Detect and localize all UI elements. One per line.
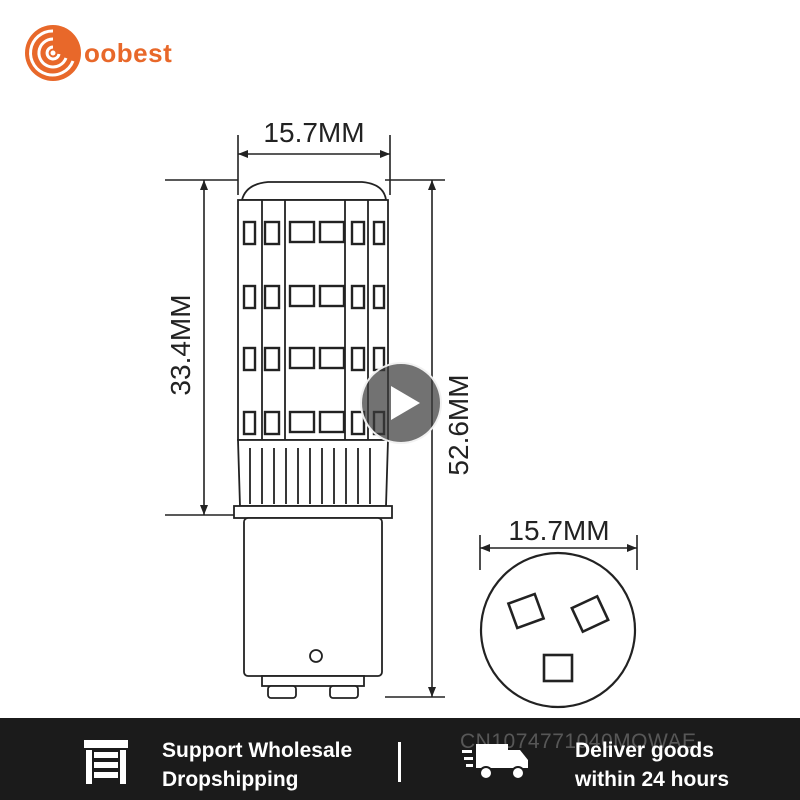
watermark-text: CN1074771040MOWAE	[460, 730, 697, 753]
truck-icon	[462, 744, 528, 780]
bulb-base	[233, 505, 393, 699]
led-chips	[242, 220, 386, 436]
brand-logo: oobest	[22, 22, 172, 84]
bulb-end-view	[479, 551, 637, 709]
logo-swirl-icon	[25, 25, 81, 81]
video-play-button[interactable]	[360, 362, 442, 444]
brand-name: oobest	[84, 37, 173, 68]
banner-divider	[398, 742, 401, 782]
led-row	[242, 220, 386, 246]
play-icon	[391, 386, 420, 420]
banner-left-line2: Dropshipping	[162, 768, 299, 791]
dim-total-height: 52.6MM	[443, 374, 474, 475]
dim-top-width: 15.7MM	[263, 117, 364, 148]
heat-sink	[237, 439, 389, 507]
dim-body-height: 33.4MM	[165, 294, 196, 395]
warehouse-icon	[84, 740, 128, 784]
service-banner: Support Wholesale Dropshipping CN1074771…	[0, 718, 800, 800]
banner-right-line2: within 24 hours	[575, 768, 730, 791]
banner-left-line1: Support Wholesale	[162, 739, 353, 762]
banner-right-line1: Deliver goods	[575, 739, 714, 762]
dim-end-width: 15.7MM	[508, 515, 609, 546]
